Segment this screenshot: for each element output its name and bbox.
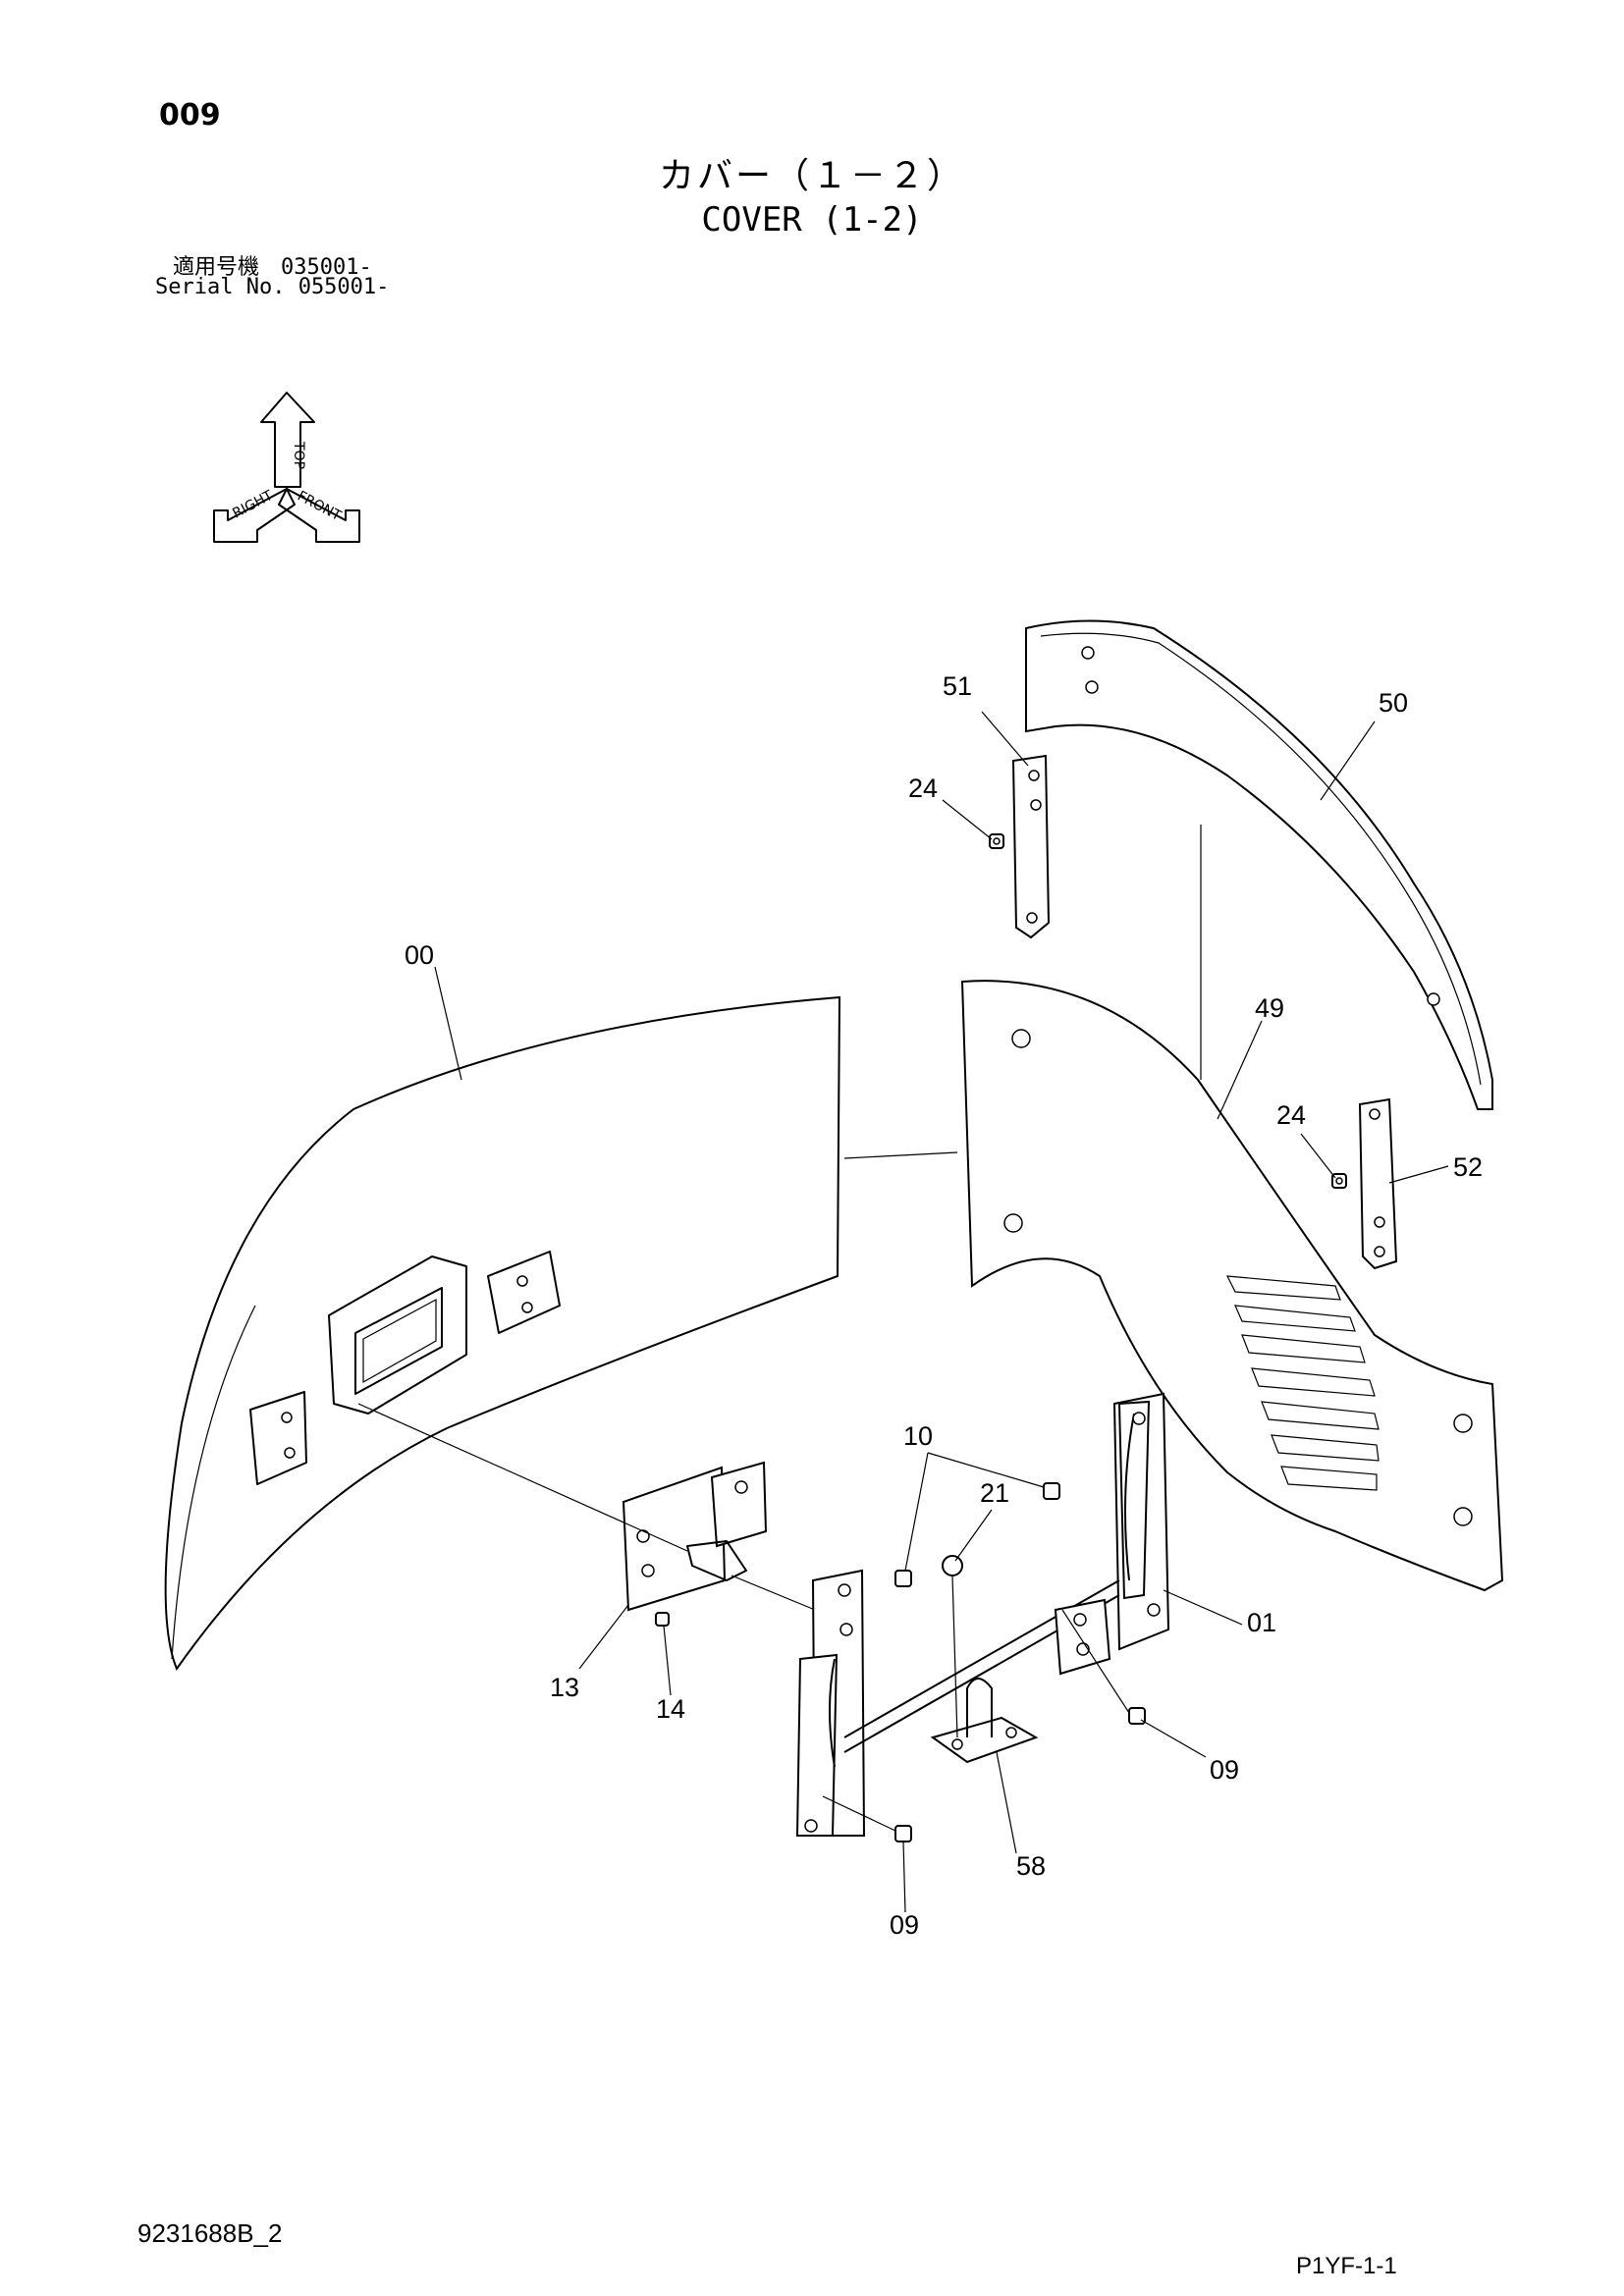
part-01-hinge-assembly [795,1392,1170,1837]
part-58-u-bracket [930,1678,1039,1764]
callout-49: 49 [1255,993,1284,1023]
callout-58: 58 [1016,1851,1046,1881]
callout-14: 14 [656,1694,685,1724]
part-13-latch-plate [622,1461,768,1612]
title-english: COVER (1-2) [701,200,923,240]
part-00-left-cover [164,995,841,1672]
leader-lines [434,711,1449,1913]
part-52-bracket [1358,1097,1398,1270]
part-24-screw-lower [1331,1173,1347,1189]
callout-09-lower: 09 [890,1910,919,1940]
serial-japanese: 適用号機 035001- [173,255,372,280]
callout-10: 10 [903,1421,933,1451]
callout-00: 00 [405,940,434,970]
callout-labels: 00 51 24 50 49 24 52 10 21 01 09 58 09 1… [405,671,1483,1940]
title-japanese: カバー（１－２） [658,156,965,196]
callout-01: 01 [1247,1608,1276,1637]
part-09-bolt-lower [894,1825,912,1842]
orientation-top-label: TOP [291,441,306,469]
callout-50: 50 [1379,688,1408,718]
callout-24-lower: 24 [1276,1100,1306,1130]
serial-english: Serial No. 055001- [155,275,390,299]
callout-24-upper: 24 [908,774,938,803]
document-code: 9231688B_2 [137,2218,283,2248]
part-14-screw [655,1612,670,1627]
part-50-upper-strip [1025,619,1493,1110]
orientation-indicator: TOP RIGHT FRONT [213,392,360,543]
page-code: P1YF-1-1 [1296,2253,1397,2279]
orientation-front-label: FRONT [295,488,344,524]
callout-21: 21 [980,1478,1009,1508]
part-49-right-cover [960,980,1504,1592]
page-number: 009 [159,98,221,133]
callout-51: 51 [943,671,972,701]
callout-09-right: 09 [1210,1755,1239,1785]
part-24-screw-upper [989,833,1004,849]
callout-13: 13 [550,1673,579,1702]
orientation-right-label: RIGHT [230,488,276,522]
part-21-screw [942,1555,963,1576]
callout-52: 52 [1453,1152,1483,1182]
part-10-bolt-upper [1043,1482,1060,1500]
part-10-bolt-lower [894,1570,912,1587]
part-51-bracket [1011,754,1051,939]
